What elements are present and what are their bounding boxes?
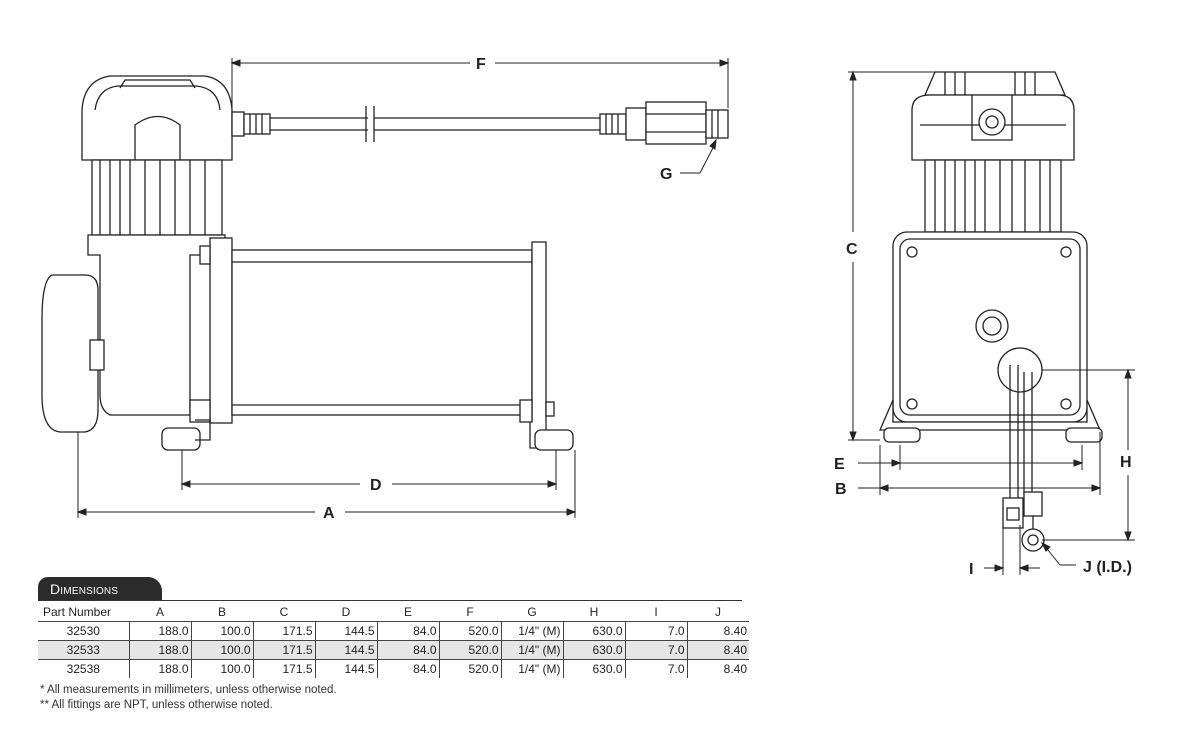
dim-label-j: J (I.D.) <box>1083 559 1132 576</box>
dimension-cell: 100.0 <box>191 640 254 660</box>
dimension-cell: 1/4" (M) <box>501 659 564 678</box>
front-view <box>879 71 1103 552</box>
dimension-cell: 144.5 <box>315 659 378 678</box>
header-cell: D <box>341 605 351 619</box>
footnote: ** All fittings are NPT, unless otherwis… <box>40 699 273 711</box>
dim-label-c: C <box>846 241 858 258</box>
dim-label-d: D <box>370 477 382 494</box>
header-cell: J <box>715 605 721 619</box>
dimension-cell: 630.0 <box>563 640 626 660</box>
dimension-cell: 100.0 <box>191 621 254 641</box>
dimension-cell: 630.0 <box>563 659 626 678</box>
dimension-cell: 84.0 <box>377 659 440 678</box>
dim-label-g: G <box>660 166 672 183</box>
dimension-cell: 520.0 <box>439 659 502 678</box>
dimension-cell: 520.0 <box>439 621 502 641</box>
dimension-cell: 7.0 <box>625 640 688 660</box>
dimension-cell: 188.0 <box>129 659 192 678</box>
part-number-cell: 32538 <box>38 659 130 678</box>
header-cell: A <box>155 605 164 619</box>
dimension-cell: 7.0 <box>625 659 688 678</box>
dim-label-i: I <box>969 561 973 578</box>
part-number-cell: 32530 <box>38 621 130 641</box>
dimension-cell: 1/4" (M) <box>501 621 564 641</box>
dimension-cell: 8.40 <box>687 640 749 660</box>
dimension-cell: 84.0 <box>377 621 440 641</box>
dimension-cell: 630.0 <box>563 621 626 641</box>
side-view <box>41 75 729 451</box>
footnotes: * All measurements in millimeters, unles… <box>40 683 337 713</box>
header-cell: F <box>466 605 474 619</box>
dim-label-b: B <box>835 481 847 498</box>
dimension-cell: 7.0 <box>625 621 688 641</box>
dimensions-title: Dimensions <box>38 577 162 600</box>
front-dimension-lines <box>848 70 1135 575</box>
header-cell: G <box>527 605 537 619</box>
dimension-cell: 8.40 <box>687 621 749 641</box>
table-header-row: Part Number A B C D E F G H I J <box>38 603 749 622</box>
title-rule <box>38 600 742 601</box>
dimension-cell: 171.5 <box>253 640 316 660</box>
dim-label-a: A <box>323 505 335 522</box>
dimension-cell: 84.0 <box>377 640 440 660</box>
dimension-cell: 1/4" (M) <box>501 640 564 660</box>
header-cell: Part Number <box>43 605 112 619</box>
header-cell: B <box>217 605 226 619</box>
dimension-cell: 144.5 <box>315 640 378 660</box>
dimension-cell: 171.5 <box>253 621 316 641</box>
header-cell: H <box>589 605 599 619</box>
header-cell: I <box>654 605 658 619</box>
part-number-cell: 32533 <box>38 640 130 660</box>
side-dimension-lines <box>76 58 730 518</box>
dimension-cell: 8.40 <box>687 659 749 678</box>
dimension-cell: 188.0 <box>129 621 192 641</box>
dim-label-e: E <box>834 456 845 473</box>
dimension-cell: 520.0 <box>439 640 502 660</box>
dimension-cell: 171.5 <box>253 659 316 678</box>
footnote: * All measurements in millimeters, unles… <box>40 684 337 696</box>
dimension-cell: 100.0 <box>191 659 254 678</box>
header-cell: C <box>279 605 289 619</box>
dim-label-h: H <box>1120 454 1132 471</box>
dimension-cell: 188.0 <box>129 640 192 660</box>
dim-label-f: F <box>476 56 486 73</box>
dimension-cell: 144.5 <box>315 621 378 641</box>
header-cell: E <box>403 605 412 619</box>
